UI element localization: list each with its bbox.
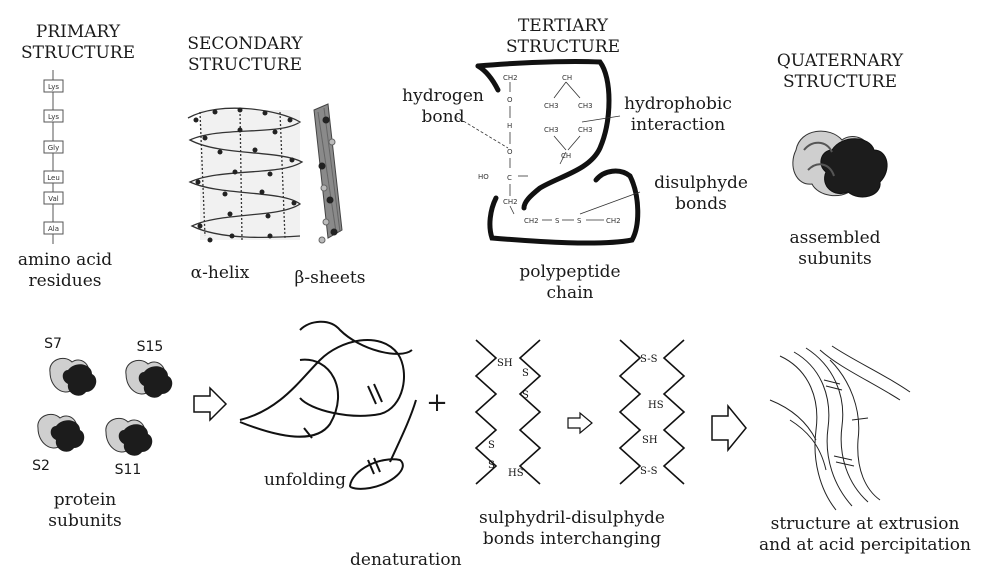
protein-subunit-s7: [50, 358, 96, 395]
hs-label: HS: [648, 400, 664, 411]
arrow-right-icon: [194, 388, 226, 420]
amino-acid-text: Lys: [48, 113, 59, 121]
alpha-helix-drawing: [188, 108, 302, 243]
chem-ho: HO: [478, 173, 489, 181]
amino-acid-box: Gly: [44, 141, 63, 153]
chem-o-b: O: [507, 148, 513, 156]
chem-s2: S: [577, 217, 582, 225]
chem-ch-b: CH: [561, 152, 571, 160]
ss-label: S-S: [640, 466, 658, 477]
assembled-subunits-drawing: [793, 131, 887, 197]
unfolding-drawing: [240, 322, 416, 489]
chem-ch3-c: CH3: [544, 126, 559, 134]
arrow-right-icon: [712, 406, 746, 450]
amino-acid-box: Ala: [44, 222, 63, 234]
chem-s1: S: [555, 217, 560, 225]
sulphur-labels: SH S S S S HS S-S HS SH S-S: [488, 354, 664, 479]
ss-label: S-S: [640, 354, 658, 365]
s-label: S: [522, 390, 529, 401]
s-label: S: [522, 368, 529, 379]
sh-label: SH: [642, 435, 658, 446]
chem-ch3-a: CH3: [544, 102, 559, 110]
chem-ch2-c: CH2: [524, 217, 539, 225]
tertiary-structure-drawing: CH2 O H O HO C CH2 CH CH3 CH3 CH3 CH3 CH…: [455, 61, 640, 243]
amino-acid-text: Gly: [48, 144, 60, 152]
chem-ch3-b: CH3: [578, 102, 593, 110]
chem-ch3-d: CH3: [578, 126, 593, 134]
chem-ch2-d: CH2: [606, 217, 621, 225]
amino-acid-text: Ala: [48, 225, 59, 233]
chem-ch: CH: [562, 74, 572, 82]
protein-subunit-s11: [106, 418, 152, 455]
amino-acid-box: Leu: [44, 171, 63, 183]
protein-subunit-s15: [126, 360, 172, 397]
arrow-right-icon: [568, 413, 592, 433]
amino-acid-box: Val: [44, 192, 63, 204]
chem-c: C: [507, 174, 512, 182]
amino-acid-text: Val: [48, 195, 59, 203]
chem-h: H: [507, 122, 512, 130]
beta-sheets-drawing: [314, 104, 342, 243]
chem-ch2-b: CH2: [503, 198, 518, 206]
s-label: S: [488, 460, 495, 471]
hs-label: HS: [508, 468, 524, 479]
sh-label: SH: [497, 358, 513, 369]
chem-o-a: O: [507, 96, 513, 104]
protein-subunit-s2: [38, 414, 84, 451]
amino-acid-box: Lys: [44, 110, 63, 122]
amino-acid-box: Lys: [44, 80, 63, 92]
s-label: S: [488, 440, 495, 451]
amino-acid-text: Lys: [48, 83, 59, 91]
chem-ch2-a: CH2: [503, 74, 518, 82]
extrusion-structure-drawing: [770, 346, 910, 510]
amino-acid-text: Leu: [47, 174, 60, 182]
